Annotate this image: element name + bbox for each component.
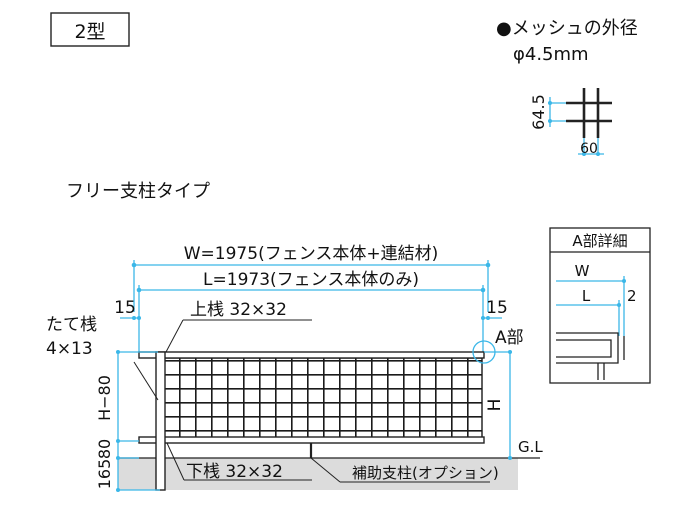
vertical-bar-label-2: 4×13 [46, 339, 93, 359]
mesh-panel [157, 357, 483, 440]
left-height-dimensions [116, 350, 160, 492]
variant-title: フリー支柱タイプ [66, 181, 210, 202]
bottom-rail-label: 下桟 32×32 [186, 462, 283, 482]
mesh-cross-symbol [566, 88, 612, 138]
top-rail [138, 351, 485, 359]
a-part-label: A部 [495, 328, 524, 348]
dim-h-minus-80: H−80 [95, 375, 114, 421]
vertical-bar-label-1: たて桟 [46, 315, 97, 335]
detail-rail-drawing [556, 332, 625, 380]
detail-l: L [582, 287, 591, 305]
l-label: L=1973(フェンス本体のみ) [203, 270, 419, 290]
leader-lines [133, 319, 490, 483]
bottom-rail [138, 436, 485, 444]
type-label: 2型 [74, 21, 105, 43]
aux-post-label: 補助支柱(オプション) [352, 464, 499, 482]
top-rail-label: 上桟 32×32 [190, 300, 287, 320]
dim-165: 165 [95, 459, 114, 490]
mesh-pitch-vertical: 64.5 [529, 94, 548, 130]
mesh-pitch-dimension [548, 97, 604, 156]
dim-h: H [485, 399, 505, 412]
free-post [155, 351, 166, 491]
type-box [50, 12, 130, 47]
detail-dimensions [556, 276, 626, 336]
dim-80: 80 [95, 439, 114, 459]
mesh-diameter: φ4.5mm [513, 44, 589, 65]
mesh-title: ●メッシュの外径 [496, 18, 638, 39]
right-offset: 15 [486, 298, 508, 318]
mesh-pitch-horizontal: 60 [580, 141, 598, 157]
detail-w: W [575, 262, 590, 280]
detail-gap: 2 [627, 287, 637, 305]
detail-title: A部詳細 [572, 232, 627, 250]
gl-label: G.L [518, 438, 543, 456]
left-offset: 15 [114, 298, 136, 318]
w-label: W=1975(フェンス本体+連結材) [184, 244, 439, 264]
right-height-dimension [484, 350, 512, 460]
